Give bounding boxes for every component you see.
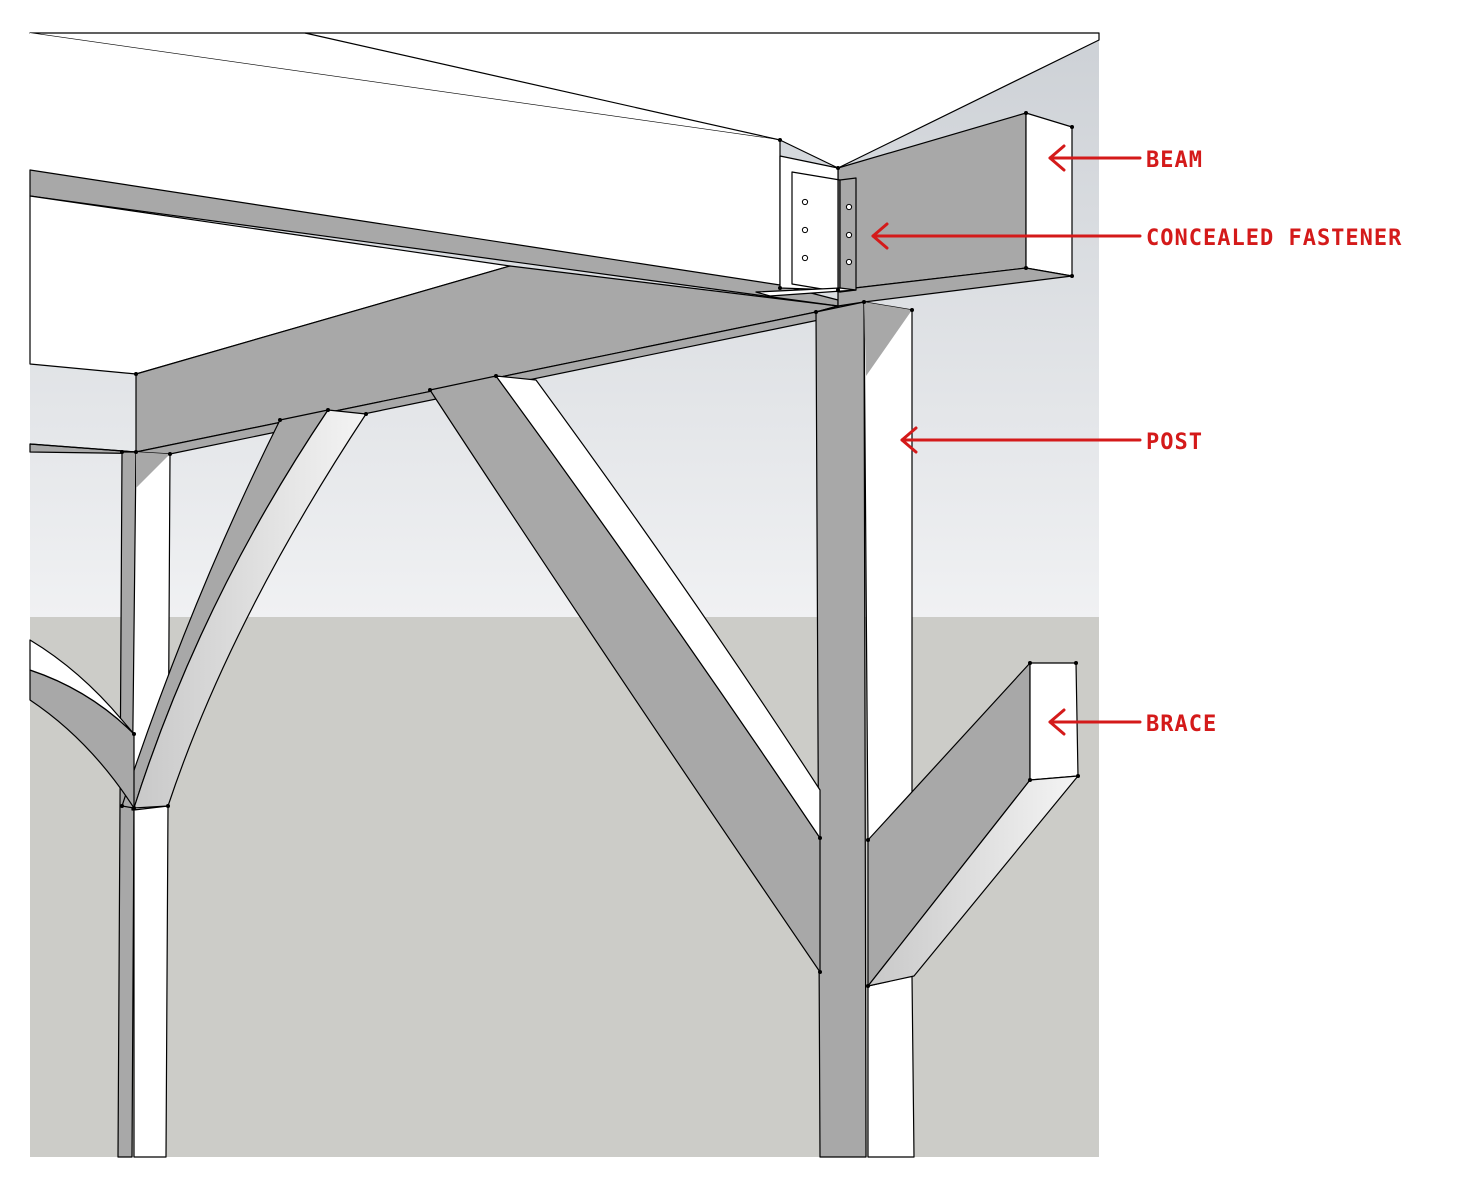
vertex: [1070, 274, 1074, 278]
vertex: [494, 374, 498, 378]
vertex: [778, 286, 782, 290]
vertex: [814, 310, 818, 314]
vertex: [836, 166, 840, 170]
post-label: POST: [1146, 430, 1203, 455]
vertex: [166, 804, 170, 808]
vertex: [134, 450, 138, 454]
vertex: [910, 308, 914, 312]
left-braces: [29, 409, 367, 809]
vertex: [866, 984, 870, 988]
top-beam: [29, 32, 1100, 307]
beam-label: BEAM: [1146, 148, 1203, 173]
vertex: [778, 138, 782, 142]
header-beam-end: [1025, 112, 1073, 277]
callout-labels: BEAM CONCEALED FASTENER POST BRACE: [1146, 148, 1402, 737]
vertex: [866, 838, 870, 842]
header-beam-underside: [837, 267, 1073, 307]
right-post-face: [815, 301, 867, 1158]
vertex: [1024, 266, 1028, 270]
right-post-shadow: [864, 302, 912, 376]
top-beam-top-face-left: [30, 33, 780, 288]
brace-callout-arrow: [1048, 708, 1142, 736]
vertex: [818, 836, 822, 840]
bolt-hole: [845, 231, 853, 239]
callouts: [871, 144, 1142, 736]
vertex: [326, 408, 330, 412]
vertex: [278, 418, 282, 422]
vertex: [132, 806, 136, 810]
right-post-side: [863, 301, 913, 841]
vertex: [1070, 125, 1074, 129]
bolt-hole: [801, 254, 809, 262]
vertex: [364, 412, 368, 416]
vertex: [168, 452, 172, 456]
beam-callout-arrow: [1048, 144, 1142, 172]
vertex: [1076, 774, 1080, 778]
bolt-hole: [845, 258, 853, 266]
lower-beam: [29, 195, 839, 455]
vertex: [1028, 661, 1032, 665]
fastener-callout-arrow: [871, 222, 1142, 250]
model-vertices: [120, 111, 1080, 988]
vertex: [1024, 111, 1028, 115]
bolt-hole: [801, 226, 809, 234]
vertex: [132, 732, 136, 736]
bolt-hole: [801, 198, 809, 206]
bolt-hole: [845, 203, 853, 211]
right-post-side-lower: [867, 975, 915, 1158]
vertex: [1074, 661, 1078, 665]
right-brace-light: [495, 375, 821, 839]
vertex: [428, 388, 432, 392]
vertex: [134, 372, 138, 376]
fastener-base: [755, 287, 857, 297]
left-post-side-lower: [133, 805, 169, 1158]
left-post-shadow: [136, 452, 170, 488]
concealed-fastener-label: CONCEALED FASTENER: [1146, 226, 1402, 251]
fastener-slot: [779, 155, 839, 291]
vertex: [1028, 778, 1032, 782]
vertex: [120, 804, 124, 808]
fastener-bolts: [801, 198, 853, 266]
vertex: [862, 300, 866, 304]
vertex: [818, 970, 822, 974]
post-callout-arrow: [900, 426, 1142, 454]
vertex: [836, 288, 840, 292]
brace-label: BRACE: [1146, 712, 1217, 737]
right-post: [815, 301, 915, 1158]
vertex: [120, 450, 124, 454]
